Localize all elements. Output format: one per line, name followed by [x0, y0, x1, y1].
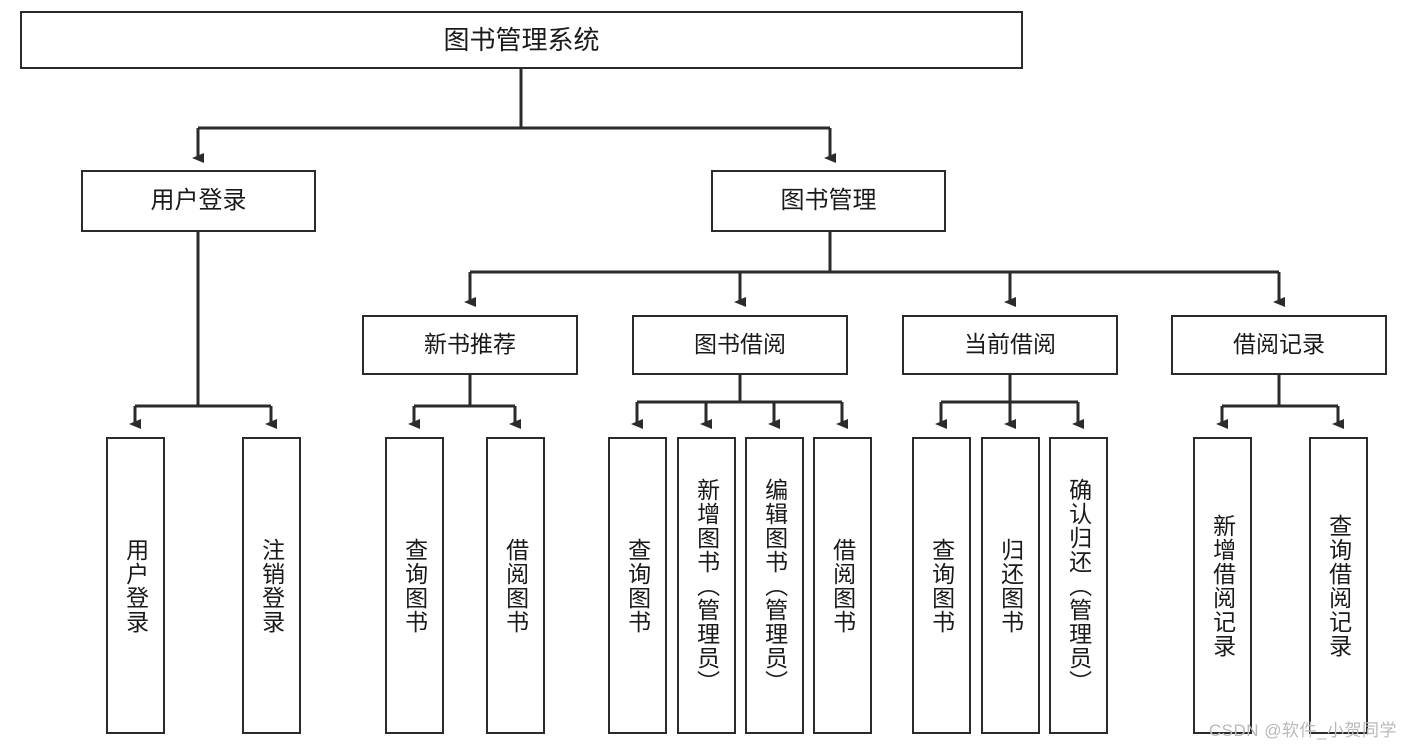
leaf-borrow-borrow-book[interactable]: 借阅图书 [813, 437, 872, 734]
node-user-login[interactable]: 用户登录 [81, 170, 316, 232]
leaf-record-query-record[interactable]: 查询借阅记录 [1309, 437, 1368, 734]
node-label: 新增借阅记录 [1209, 513, 1236, 658]
node-label: 查询借阅记录 [1325, 513, 1352, 658]
leaf-user-login-signout[interactable]: 注销登录 [242, 437, 301, 734]
node-book-borrow[interactable]: 图书借阅 [632, 315, 848, 375]
node-label: 注销登录 [258, 537, 285, 634]
leaf-recommend-query-book[interactable]: 查询图书 [385, 437, 444, 734]
leaf-user-login-signin[interactable]: 用户登录 [106, 437, 165, 734]
leaf-record-add-record[interactable]: 新增借阅记录 [1193, 437, 1252, 734]
node-label: 新增图书（管理员） [693, 477, 720, 694]
node-label: 图书借阅 [694, 331, 786, 358]
leaf-borrow-add-book-admin[interactable]: 新增图书（管理员） [677, 437, 736, 734]
node-label: 用户登录 [122, 537, 149, 634]
node-label: 借阅记录 [1233, 331, 1325, 358]
node-label: 查询图书 [401, 537, 428, 634]
node-current-borrow[interactable]: 当前借阅 [902, 315, 1118, 375]
leaf-borrow-edit-book-admin[interactable]: 编辑图书（管理员） [745, 437, 804, 734]
node-book-management[interactable]: 图书管理 [711, 170, 946, 232]
node-label: 图书管理系统 [443, 24, 600, 55]
node-label: 查询图书 [928, 537, 955, 634]
node-label: 查询图书 [624, 537, 651, 634]
node-label: 图书管理 [780, 186, 877, 214]
leaf-current-confirm-return-admin[interactable]: 确认归还（管理员） [1049, 437, 1108, 734]
node-label: 用户登录 [150, 186, 247, 214]
leaf-current-return-book[interactable]: 归还图书 [981, 437, 1040, 734]
node-borrow-record[interactable]: 借阅记录 [1171, 315, 1387, 375]
node-label: 编辑图书（管理员） [761, 477, 788, 694]
leaf-current-query-book[interactable]: 查询图书 [912, 437, 971, 734]
leaf-recommend-borrow-book[interactable]: 借阅图书 [486, 437, 545, 734]
watermark-text: CSDN @软件_小贺同学 [1208, 721, 1397, 740]
node-label: 当前借阅 [964, 331, 1056, 358]
node-root-system[interactable]: 图书管理系统 [20, 11, 1023, 69]
node-new-book-recommend[interactable]: 新书推荐 [362, 315, 578, 375]
node-label: 借阅图书 [829, 537, 856, 634]
node-label: 借阅图书 [502, 537, 529, 634]
node-label: 确认归还（管理员） [1065, 477, 1092, 694]
node-label: 新书推荐 [424, 331, 516, 358]
node-label: 归还图书 [997, 537, 1024, 634]
leaf-borrow-query-book[interactable]: 查询图书 [608, 437, 667, 734]
